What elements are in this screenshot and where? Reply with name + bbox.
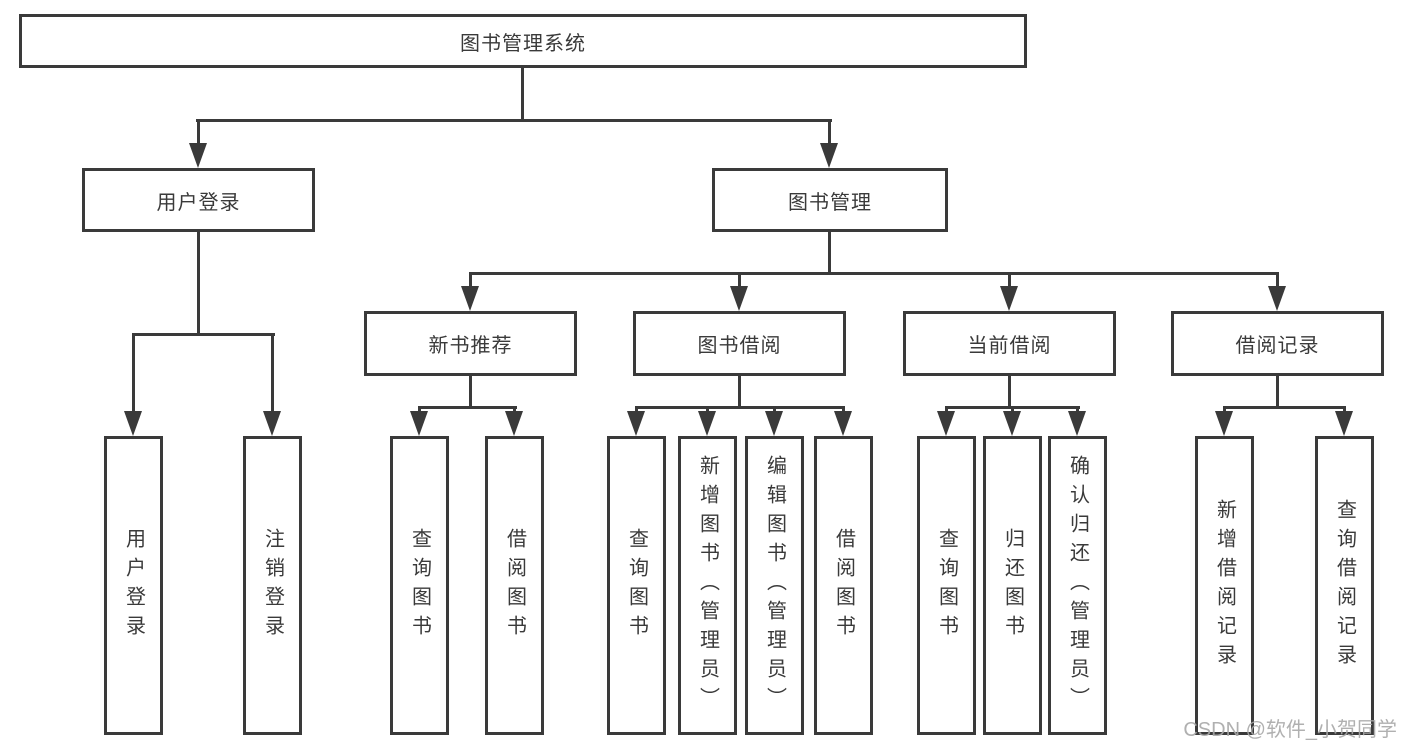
node-book-borrow: 图书借阅 (633, 311, 846, 376)
connector-leaf-logout-stem (271, 333, 274, 411)
arrowhead-bb-query (627, 411, 645, 436)
connector-rec-bus (1223, 406, 1346, 409)
node-new-book-recommend: 新书推荐 (364, 311, 577, 376)
arrowhead-current-borrow (1000, 286, 1018, 311)
arrowhead-rec-query (1335, 411, 1353, 436)
arrowhead-leaf-logout (263, 411, 281, 436)
leaf-bb-add-books: 新增图书（管理员） (678, 436, 737, 735)
leaf-bb-edit-books: 编辑图书（管理员） (745, 436, 804, 735)
leaf-nb-borrow-books: 借阅图书 (485, 436, 544, 735)
arrowhead-rec-add (1215, 411, 1233, 436)
node-root: 图书管理系统 (19, 14, 1027, 68)
connector-new-book-recommend-stem (469, 272, 472, 288)
arrowhead-cb-confirm (1068, 411, 1086, 436)
connector-rec-drop (1276, 376, 1279, 408)
arrowhead-nb-borrow (505, 411, 523, 436)
connector-book-management-bus (469, 272, 1279, 275)
connector-leaf-user-login-stem (132, 333, 135, 411)
arrowhead-nb-query (410, 411, 428, 436)
leaf-nb-query-books: 查询图书 (390, 436, 449, 735)
leaf-cb-query-books: 查询图书 (917, 436, 976, 735)
watermark: CSDN @软件_小贺同学 (1183, 719, 1397, 741)
leaf-bb-query-books: 查询图书 (607, 436, 666, 735)
connector-bb-edit-stem (773, 406, 776, 413)
connector-bb-query-stem (635, 406, 638, 413)
connector-user-login-bus (132, 333, 275, 336)
arrowhead-user-login (189, 143, 207, 168)
connector-nb-borrow-stem (513, 406, 516, 413)
connector-book-management-stem (828, 119, 831, 145)
leaf-bb-borrow-books: 借阅图书 (814, 436, 873, 735)
connector-cb-drop (1008, 376, 1011, 408)
leaf-rec-add-record: 新增借阅记录 (1195, 436, 1254, 735)
connector-cb-query-stem (945, 406, 948, 413)
connector-rec-query-stem (1343, 406, 1346, 413)
connector-cb-return-stem (1011, 406, 1014, 413)
connector-bb-drop (738, 376, 741, 408)
arrowhead-leaf-user-login (124, 411, 142, 436)
connector-borrow-records-stem (1276, 272, 1279, 288)
connector-root-drop (521, 68, 524, 120)
connector-bb-bus (635, 406, 845, 409)
connector-cb-confirm-stem (1076, 406, 1079, 413)
arrowhead-bb-edit (765, 411, 783, 436)
connector-user-login-stem (197, 119, 200, 145)
connector-nb-query-stem (418, 406, 421, 413)
arrowhead-bb-borrow (834, 411, 852, 436)
connector-bb-borrow-stem (842, 406, 845, 413)
node-current-borrow: 当前借阅 (903, 311, 1116, 376)
leaf-cb-return-books: 归还图书 (983, 436, 1042, 735)
leaf-cb-confirm-return: 确认归还（管理员） (1048, 436, 1107, 735)
arrowhead-book-management (820, 143, 838, 168)
connector-current-borrow-stem (1008, 272, 1011, 288)
connector-rec-add-stem (1223, 406, 1226, 413)
connector-user-login-drop (197, 232, 200, 335)
node-user-login: 用户登录 (82, 168, 315, 232)
connector-book-management-drop (828, 232, 831, 274)
connector-root-bus (196, 119, 832, 122)
leaf-user-login: 用户登录 (104, 436, 163, 735)
connector-nb-bus (418, 406, 517, 409)
connector-bb-add-stem (706, 406, 709, 413)
arrowhead-book-borrow (730, 286, 748, 311)
arrowhead-new-book-recommend (461, 286, 479, 311)
node-borrow-records: 借阅记录 (1171, 311, 1384, 376)
node-book-management: 图书管理 (712, 168, 948, 232)
arrowhead-borrow-records (1268, 286, 1286, 311)
leaf-rec-query-record: 查询借阅记录 (1315, 436, 1374, 735)
arrowhead-bb-add (698, 411, 716, 436)
leaf-logout: 注销登录 (243, 436, 302, 735)
arrowhead-cb-return (1003, 411, 1021, 436)
connector-nb-drop (469, 376, 472, 408)
connector-book-borrow-stem (738, 272, 741, 288)
arrowhead-cb-query (937, 411, 955, 436)
